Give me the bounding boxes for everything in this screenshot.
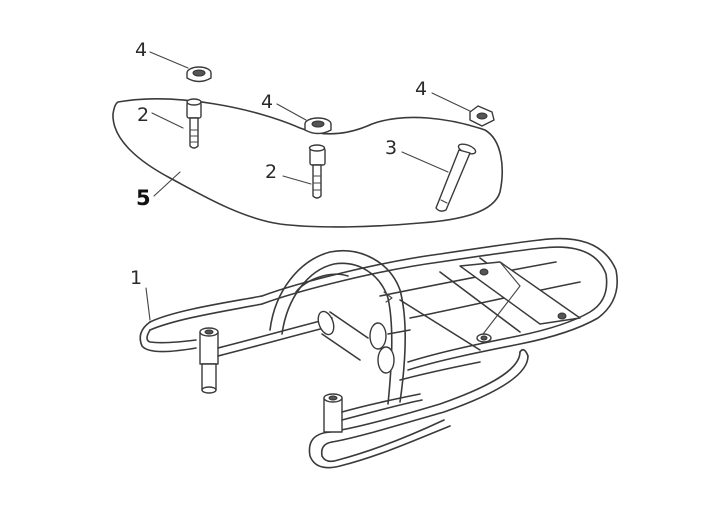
callout-pin: 3 (385, 137, 397, 159)
callout-kit: 5 (136, 186, 151, 210)
bolt-icon (151, 98, 202, 149)
nut-icon (431, 92, 495, 127)
callout-rack: 1 (130, 267, 142, 289)
callout-nut-right: 4 (415, 78, 427, 100)
callout-nut-center: 4 (261, 91, 273, 113)
bolt-icon (282, 144, 326, 199)
callout-bolt-center: 2 (265, 161, 277, 183)
callout-bolt-left: 2 (137, 104, 149, 126)
luggage-rack-icon (139, 237, 618, 469)
callout-nut-left: 4 (135, 39, 147, 61)
pin-icon (401, 143, 477, 212)
nut-icon (149, 51, 212, 83)
kit-leader-line (153, 171, 181, 197)
nut-icon (276, 103, 332, 135)
